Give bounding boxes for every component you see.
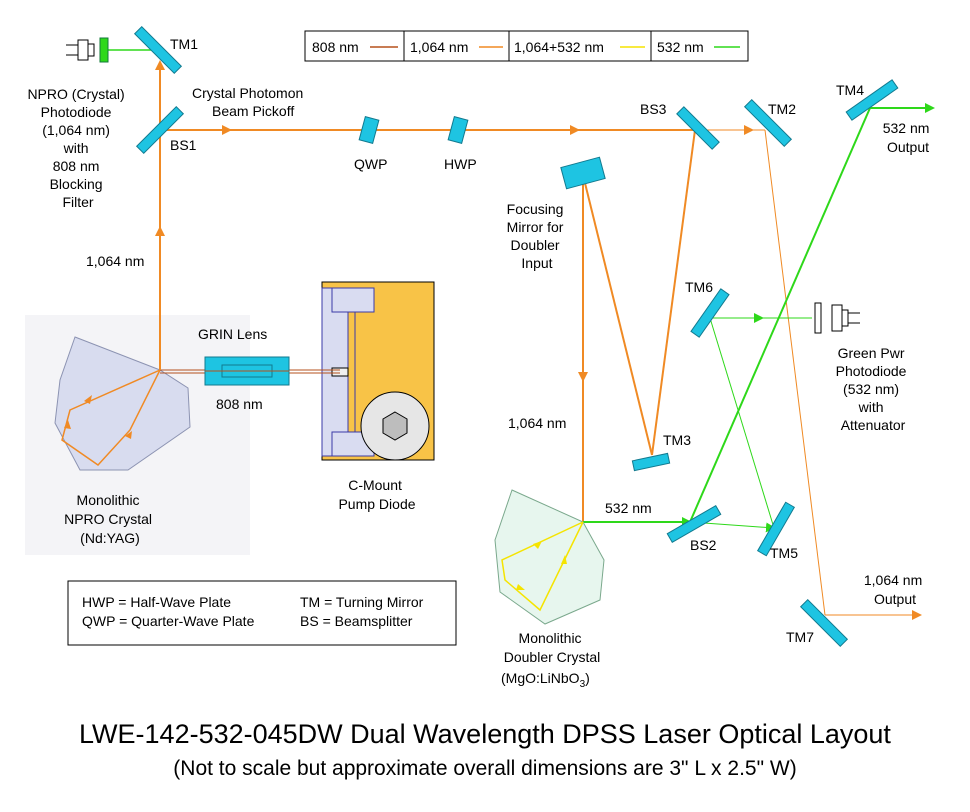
tm4-label: TM4 (836, 82, 864, 98)
beam-1064-mid-label: 1,064 nm (508, 415, 566, 431)
tm1-label: TM1 (170, 36, 198, 52)
tm7-mirror (799, 598, 849, 648)
tm1-mirror (133, 25, 183, 75)
optics (133, 25, 899, 648)
tm2-mirror (743, 98, 793, 148)
bs2-splitter (666, 504, 722, 544)
doubler-crystal-label: Monolithic Doubler Crystal (504, 630, 600, 665)
beams-1064 (155, 60, 696, 522)
beam-808-label: 808 nm (216, 396, 263, 412)
beams-532 (583, 103, 935, 533)
abbreviation-box: HWP = Half-Wave Plate QWP = Quarter-Wave… (67, 580, 457, 646)
bs3-label: BS3 (640, 101, 667, 117)
abbr-tm: TM = Turning Mirror (300, 594, 424, 610)
cmount-label: C-Mount Pump Diode (338, 477, 415, 512)
focusing-mirror-label: Focusing Mirror for Doubler Input (507, 201, 568, 271)
cmount-pump-diode (321, 281, 435, 461)
page-title: LWE-142-532-045DW Dual Wavelength DPSS L… (79, 719, 891, 749)
hwp-label: HWP (444, 156, 477, 172)
npro-crystal-label: Monolithic NPRO Crystal (Nd:YAG) (64, 492, 156, 546)
tm3-label: TM3 (663, 432, 691, 448)
tm6-label: TM6 (685, 279, 713, 295)
crystal-photomon-label: Crystal Photomon Beam Pickoff (192, 85, 307, 119)
tm7-label: TM7 (786, 629, 814, 645)
green-photodiode (814, 302, 860, 334)
tm5-mirror (756, 501, 796, 557)
legend-1064-532-label: 1,064+532 nm (514, 39, 604, 55)
doubler-material-label: (MgO:LiNbO3) (501, 670, 590, 690)
tm4-mirror (845, 79, 899, 121)
beam-1064-left-label: 1,064 nm (86, 253, 144, 269)
tm5-label: TM5 (770, 545, 798, 561)
green-photodiode-label: Green Pwr Photodiode (532 nm) with Atten… (836, 345, 911, 433)
tm6-mirror (690, 288, 730, 338)
legend-1064-label: 1,064 nm (410, 39, 468, 55)
bs2-label: BS2 (690, 537, 717, 553)
bs1-label: BS1 (170, 137, 197, 153)
tm3-mirror (631, 452, 671, 472)
legend: 808 nm 1,064 nm 1,064+532 nm 532 nm (304, 30, 749, 62)
output-532-label: 532 nm Output (883, 120, 934, 155)
legend-532-label: 532 nm (657, 39, 704, 55)
grin-lens (160, 356, 340, 386)
doubler-crystal (494, 489, 605, 625)
grin-lens-label: GRIN Lens (198, 326, 267, 342)
bs3-splitter (676, 106, 720, 150)
page-subtitle: (Not to scale but approximate overall di… (173, 757, 796, 780)
tm2-label: TM2 (768, 101, 796, 117)
focusing-mirror (560, 156, 606, 190)
hwp-plate (447, 115, 469, 145)
abbr-hwp: HWP = Half-Wave Plate (82, 594, 231, 610)
legend-808-label: 808 nm (312, 39, 359, 55)
qwp-plate (358, 115, 380, 145)
abbr-qwp: QWP = Quarter-Wave Plate (82, 613, 255, 629)
output-1064-label: 1,064 nm Output (864, 572, 926, 607)
beam-532-label: 532 nm (605, 500, 652, 516)
bs1-splitter (135, 105, 185, 155)
qwp-label: QWP (354, 156, 387, 172)
npro-photodiode-label: NPRO (Crystal) Photodiode (1,064 nm) wit… (27, 86, 128, 210)
npro-crystal (25, 315, 250, 555)
abbr-bs: BS = Beamsplitter (300, 613, 413, 629)
npro-photodiode (66, 37, 160, 63)
